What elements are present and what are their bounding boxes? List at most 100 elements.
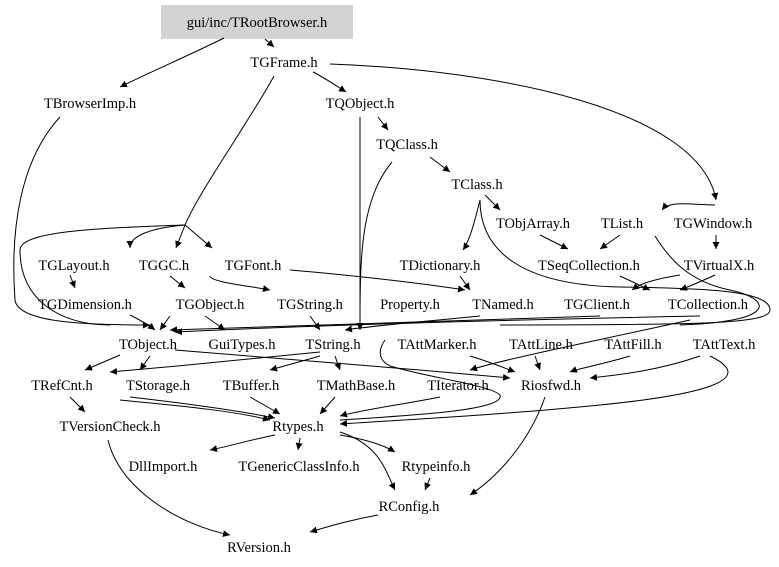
edge-tgobject-tobject [159,315,171,331]
node-tgframe[interactable]: TGFrame.h [250,55,318,71]
node-tgdimension[interactable]: TGDimension.h [38,297,133,313]
node-tobjarray[interactable]: TObjArray.h [496,216,571,232]
node-tattmarker[interactable]: TAttMarker.h [398,337,478,353]
node-tversioncheck[interactable]: TVersionCheck.h [59,419,161,435]
node-tgobject[interactable]: TGObject.h [176,297,246,313]
edge-tseqcollection-tcollection [619,275,651,291]
edge-tbuffer-rtypes [249,396,281,415]
edge-tattline-riosfwd [534,355,541,371]
edge-tobject-riosfwd [174,349,511,381]
node-tqobject[interactable]: TQObject.h [326,96,396,112]
edge-tobject-tstorage [139,355,151,371]
node-tbrowserimp[interactable]: TBrowserImp.h [44,96,137,112]
edge-tversioncheck-rtypes [119,399,271,422]
node-tlist[interactable]: TList.h [601,216,644,232]
node-tobject[interactable]: TObject.h [119,337,178,353]
node-rconfig[interactable]: RConfig.h [379,499,441,515]
edge-tclass-tdictionary [462,199,481,251]
edge-tgclient-tobject [169,315,601,334]
edge-tmathbase-rtypes [319,396,336,415]
node-tclass[interactable]: TClass.h [451,177,503,193]
edge-rtypes-rconfig [339,431,396,491]
edge-tvirtualx-tcollection [679,274,716,291]
edge-tggc-tgobject [169,275,186,289]
edge-tclass-tcollection-loop [479,199,771,326]
edge-tdictionary-tnamed [459,275,471,291]
edge-tvirtualx-tgclient [631,274,681,291]
edge-root-tgframe [264,38,275,48]
node-tseqcollection[interactable]: TSeqCollection.h [538,258,641,274]
edge-tgobject-guitypes [204,315,226,331]
edge-tstorage-rtypes [129,396,276,421]
node-tnamed[interactable]: TNamed.h [472,297,534,313]
node-tattline[interactable]: TAttLine.h [509,337,573,353]
edge-riosfwd-rconfig [469,396,546,496]
edge-hub-tggc [175,224,186,249]
edge-hub-tgfont [184,224,213,249]
edge-tcollection-tobject [174,315,701,336]
node-tbuffer[interactable]: TBuffer.h [223,378,280,394]
node-trefcnt[interactable]: TRefCnt.h [31,378,93,394]
node-tgwindow[interactable]: TGWindow.h [674,216,753,232]
edge-tcollection-titerator [469,319,691,372]
edge-rconfig-rversion [309,514,379,534]
edge-tgfont-tnamed [289,269,466,293]
node-tmathbase[interactable]: TMathBase.h [317,378,396,394]
edge-tgwindow-tlist [661,202,716,211]
node-tgstring[interactable]: TGString.h [277,297,343,313]
node-tqclass[interactable]: TQClass.h [376,137,438,153]
node-guitypes[interactable]: GuiTypes.h [208,337,276,353]
edge-titerator-rtypes [339,396,441,418]
node-root[interactable]: gui/inc/TRootBrowser.h [187,15,328,31]
edge-root-tbrowserimp [119,37,225,88]
edge-tglayout-tgdimension [69,274,76,289]
node-tattfill[interactable]: TAttFill.h [604,337,662,353]
node-tgclient[interactable]: TGClient.h [564,297,630,313]
edge-hub-tglayout [126,224,186,249]
edge-tgfont-tgstring [209,275,271,293]
edge-tgstring-tstring [309,315,321,331]
node-dllimport[interactable]: DllImport.h [129,459,199,475]
node-rtypes[interactable]: Rtypes.h [272,419,324,435]
edge-tversioncheck-rversion [107,439,231,538]
node-tdictionary[interactable]: TDictionary.h [400,258,482,274]
edge-trefcnt-tversioncheck [69,396,86,413]
edge-tattfill-riosfwd [569,355,631,373]
node-tcollection[interactable]: TCollection.h [668,297,749,313]
node-tstring[interactable]: TString.h [305,337,361,353]
edge-tatttext-rtypes [339,355,729,428]
node-rtypeinfo[interactable]: Rtypeinfo.h [402,459,472,475]
node-titerator[interactable]: TIterator.h [427,378,489,394]
edge-tgframe-tqobject [312,71,347,93]
node-riosfwd[interactable]: Riosfwd.h [521,378,582,394]
node-property[interactable]: Property.h [380,297,441,313]
node-tglayout[interactable]: TGLayout.h [38,258,110,274]
root-node-box [161,5,353,39]
edge-hub-left [19,224,186,326]
node-tgenericclassinfo[interactable]: TGenericClassInfo.h [238,459,360,475]
node-tgfont[interactable]: TGFont.h [225,258,283,274]
edge-tqclass-tclass [429,156,451,173]
edge-tobjarray-tseqcollection [539,234,569,250]
edge-tatttext-riosfwd [589,355,701,381]
edge-tstring-tref [109,351,321,375]
edge-tqclass-down [356,161,393,331]
edge-tgwindow-loop [654,235,760,326]
edge-tgdimension-tobject [129,314,156,331]
node-tstorage[interactable]: TStorage.h [126,378,191,394]
edge-rtypeinfo-rconfig [424,477,431,491]
edge-tlist-tseqcollection [599,234,621,250]
node-rversion[interactable]: RVersion.h [227,540,291,556]
edge-tgframe-hub [184,75,275,226]
edge-rtypes-rtypeinfo [339,434,396,453]
node-tatttext[interactable]: TAttText.h [693,337,756,353]
dependency-edges [13,37,771,538]
edge-tbrowserimp-tobject [13,116,151,329]
edge-rtypes-dllimport [209,434,276,453]
edge-tclass-tobjarray [484,194,501,211]
node-tggc[interactable]: TGGC.h [139,258,190,274]
nodes: gui/inc/TRootBrowser.h TGFrame.h TBrowse… [31,15,756,556]
edge-tstring-tmathbase [334,355,341,371]
node-tvirtualx[interactable]: TVirtualX.h [684,258,755,274]
edge-tqobject-tqclass [377,116,389,131]
